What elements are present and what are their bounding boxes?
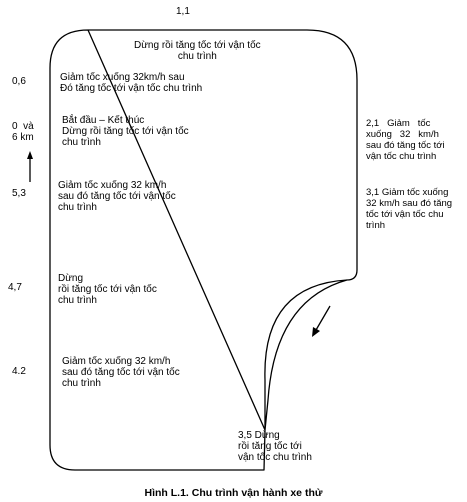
label-0-6: Giảm tốc xuống 32km/h sau Đó tăng tốc tớ… (60, 72, 203, 94)
milestone-1-1: 1,1 (176, 6, 190, 17)
milestone-4-7: 4,7 (8, 282, 22, 293)
milestone-5-3: 5,3 (12, 188, 26, 199)
down-arrow-head-icon (312, 327, 320, 337)
milestone-0-6: 0,6 (12, 76, 26, 87)
label-4-2: Giảm tốc xuống 32 km/h sau đó tăng tốc t… (62, 356, 180, 389)
milestone-4-2: 4.2 (12, 366, 26, 377)
milestone-0-6km: 0 và 6 km (12, 121, 34, 143)
milestone-3-5: 3,5 Dừng rồi tăng tốc tới vận tốc chu tr… (238, 430, 312, 463)
label-5-3: Giảm tốc xuống 32 km/h sau đó tăng tốc t… (58, 180, 176, 213)
route-path (49, 29, 358, 471)
label-start: Bắt đầu – Kết thúc Dừng rồi tăng tốc tới… (62, 115, 189, 148)
label-top: Dừng rồi tăng tốc tới vận tốc chu trình (134, 40, 261, 62)
figure-caption: Hình L.1. Chu trình vận hành xe thử (144, 487, 323, 499)
label-4-7: Dừng rồi tăng tốc tới vận tốc chu trình (58, 273, 157, 306)
milestone-3-1: 3,1 Giảm tốc xuống 32 km/h sau đó tăng t… (366, 187, 453, 231)
up-arrow-head-icon (27, 151, 33, 159)
milestone-2-1: 2,1 Giảm tốc xuống 32 km/h sau đó tăng t… (366, 118, 445, 162)
down-arrow-icon (315, 305, 331, 331)
